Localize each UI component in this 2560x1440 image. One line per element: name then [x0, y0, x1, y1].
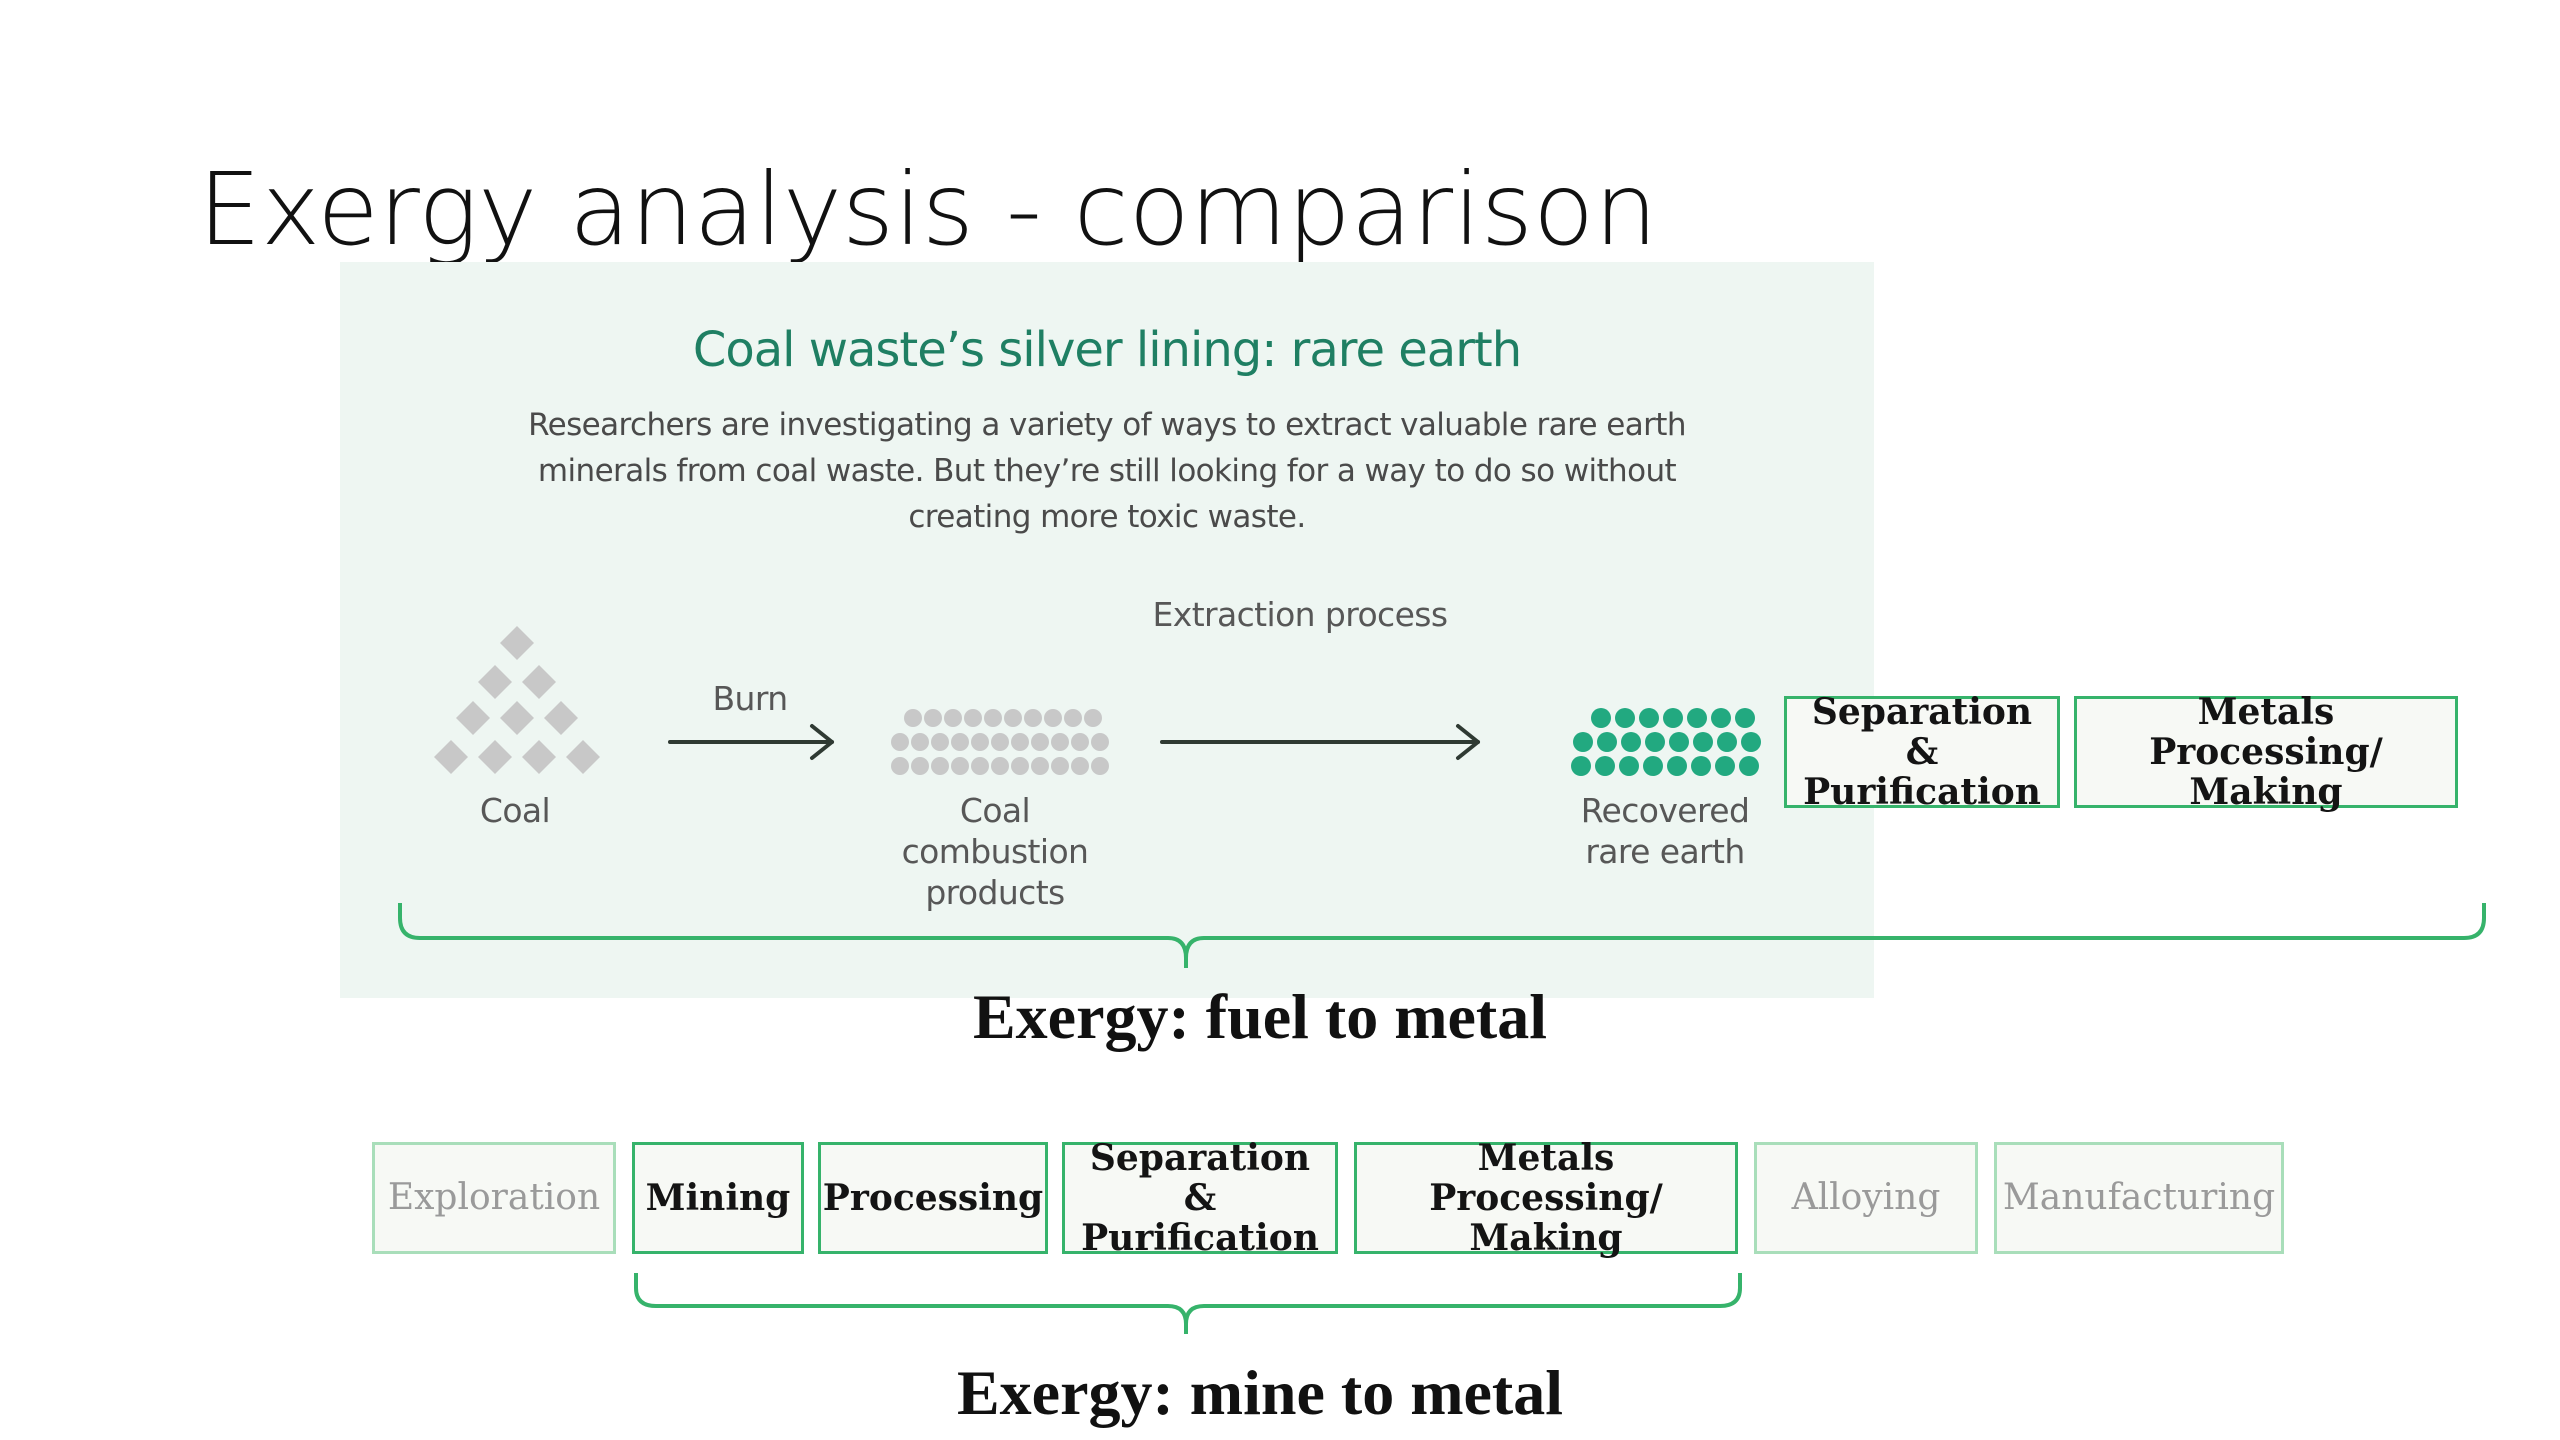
extraction-process-label: Extraction process [1152, 595, 1449, 634]
combustion-products-icon [891, 709, 1109, 775]
mine-stage-alloying: Alloying [1754, 1142, 1978, 1254]
mine-stage-metals-processing-making: Metals Processing/ Making [1354, 1138, 1738, 1258]
infographic-description: Researchers are investigating a variety … [528, 407, 1686, 535]
recovered-rare-earth-label: Recovered rare earth [1580, 791, 1750, 871]
mine-stage-separation-purification: Separation & Purification [1062, 1138, 1338, 1258]
combustion-products-label: Coal combustion products [901, 791, 1089, 912]
burn-arrow-icon [668, 724, 834, 760]
mine-stage-processing: Processing [818, 1142, 1048, 1254]
fuel-stage-separation-purification: Separation & Purification [1784, 692, 2060, 812]
mine-to-metal-brace [634, 1273, 1742, 1334]
slide-title: Exergy analysis - comparison [198, 151, 1658, 268]
rare-earth-icon [1571, 708, 1761, 776]
infographic-panel: Coal waste’s silver lining: rare earth R… [340, 262, 1874, 998]
extraction-arrow-icon [1160, 724, 1480, 760]
coal-icon [434, 626, 600, 774]
fuel-to-metal-label: Exergy: fuel to metal [972, 981, 1548, 1052]
fuel-to-metal-brace [398, 903, 2486, 968]
mine-stage-mining: Mining [632, 1142, 804, 1254]
fuel-stage-metals-processing-making: Metals Processing/ Making [2074, 692, 2458, 812]
mine-stage-manufacturing: Manufacturing [1994, 1142, 2284, 1254]
burn-label: Burn [712, 679, 788, 718]
coal-label: Coal [479, 791, 551, 830]
mine-stage-exploration: Exploration [372, 1142, 616, 1254]
mine-to-metal-label: Exergy: mine to metal [956, 1357, 1564, 1428]
infographic-title: Coal waste’s silver lining: rare earth [692, 322, 1522, 378]
